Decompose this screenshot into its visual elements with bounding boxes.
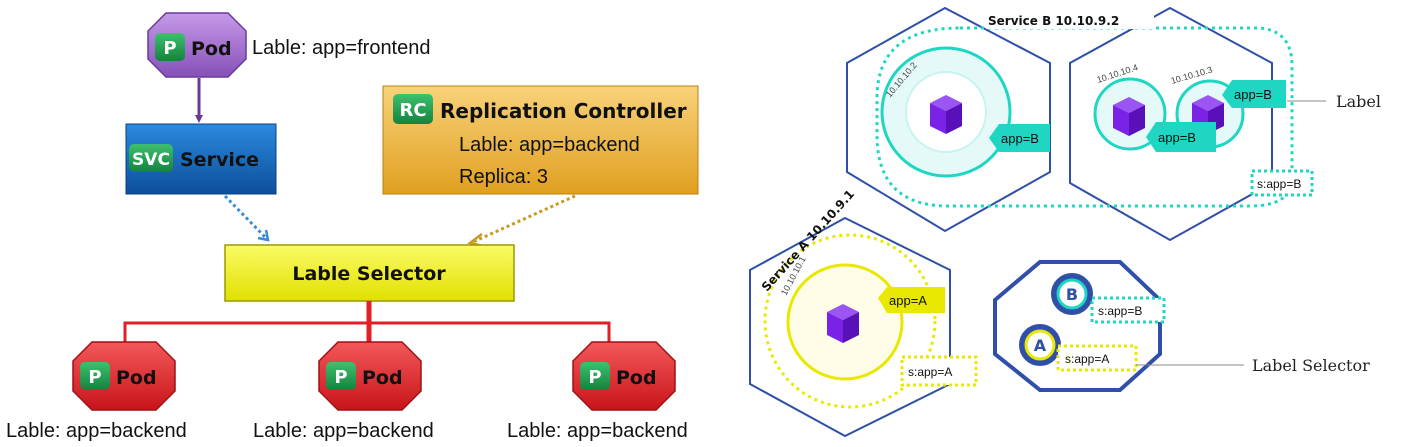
pod-badge-text: P [88, 367, 101, 388]
service-b-title-bg [986, 11, 1154, 29]
connector-bar [123, 321, 611, 344]
frontend-pod: P Pod Lable: app=frontend [147, 12, 431, 78]
pod-octagon [72, 341, 176, 411]
pod-b3-tag: app=B [1234, 87, 1272, 102]
pod-badge [326, 362, 356, 390]
controller-a-tag: s:app=A [1065, 352, 1109, 366]
service-arrowhead [257, 229, 270, 242]
service-b-selector-tag: s:app=B [1257, 177, 1301, 191]
rc-badge-text: RC [399, 100, 426, 121]
rc-title: Replication Controller [440, 99, 687, 123]
selector-rect [224, 244, 515, 302]
pod-tag-shape [989, 124, 1050, 152]
pod-title: Pod [191, 38, 232, 60]
service-a-boundary [763, 233, 937, 409]
pod-badge-text: P [588, 367, 601, 388]
rc-to-selector-arrow [472, 194, 576, 244]
label-selector-callout: Label Selector [1252, 356, 1370, 375]
service-b-title: Service B 10.10.9.2 [988, 14, 1119, 28]
controller-b-letter: B [1066, 285, 1078, 304]
pod-title: Pod [116, 367, 157, 389]
backend-pod-1: P Pod Lable: app=backend [6, 341, 187, 442]
right-diagram: Service B 10.10.9.2 10.10.10.2 app=B 10.… [749, 6, 1381, 438]
service-badge [129, 144, 173, 172]
controller-b: B s:app=B [1051, 273, 1166, 324]
container-cube [930, 95, 962, 134]
container-cube [1113, 97, 1145, 136]
service-b-selector-tag-box [1250, 169, 1314, 197]
controller-b-tag: s:app=B [1098, 304, 1142, 318]
service-title: Service [180, 149, 259, 171]
pod-b2-tag: app=B [1158, 130, 1196, 145]
rc-line1: Lable: app=backend [459, 134, 640, 156]
pod-badge-text: P [334, 367, 347, 388]
rc-line2: Replica: 3 [459, 166, 548, 188]
pod-label: Lable: app=backend [507, 420, 688, 442]
left-diagram: P Pod Lable: app=frontend SVC Service RC… [6, 12, 699, 442]
pod-label: Lable: app=backend [6, 420, 187, 442]
controller-a-inner [1024, 329, 1056, 361]
service-a-selector-tag: s:app=A [908, 365, 952, 379]
pod-octagon [318, 341, 422, 411]
container-cube [1192, 95, 1224, 134]
controller-a-letter: A [1034, 336, 1047, 355]
label-callout: Label [1336, 92, 1381, 111]
selector-connectors [123, 301, 611, 344]
pod-b2: 10.10.10.4 [1093, 62, 1167, 151]
pod-tag-shape [878, 287, 945, 313]
controller-b-tag-box [1090, 296, 1166, 324]
rc-rect [382, 85, 699, 195]
pod-label: Lable: app=frontend [252, 37, 431, 59]
pod-title: Pod [362, 367, 403, 389]
replication-controller-box: RC Replication Controller Lable: app=bac… [382, 85, 699, 195]
pod-octagon [572, 341, 676, 411]
controller-b-inner [1056, 278, 1088, 310]
backend-pod-3: P Pod Lable: app=backend [507, 341, 688, 442]
label-selector-box: Lable Selector [224, 244, 515, 302]
selector-title: Lable Selector [292, 263, 446, 285]
service-box: SVC Service [125, 123, 277, 195]
pod-a: 10.10.10.1 app=A [779, 255, 945, 381]
service-to-selector-arrow [223, 194, 268, 240]
pod-b1: 10.10.10.2 app=B [880, 46, 1050, 178]
service-badge-text: SVC [132, 150, 170, 170]
pod-tag: app=B [1001, 131, 1039, 146]
container-cube [827, 304, 859, 343]
pod-b3-tag-shape [1222, 80, 1286, 108]
pod-badge [80, 362, 110, 390]
pod-b2-tag-shape [1146, 122, 1216, 152]
pod-label: Lable: app=backend [253, 420, 434, 442]
pod-badge [580, 362, 610, 390]
controller-a: A s:app=A [1019, 324, 1138, 372]
pod-badge-text: P [163, 38, 176, 59]
pod-tag: app=A [889, 293, 927, 308]
pod-badge [155, 33, 185, 61]
pod-title: Pod [616, 367, 657, 389]
service-a-selector-tag-box [900, 355, 978, 387]
controller-a-tag-box [1056, 344, 1138, 372]
rc-badge [393, 94, 433, 124]
backend-pod-2: P Pod Lable: app=backend [253, 341, 434, 442]
